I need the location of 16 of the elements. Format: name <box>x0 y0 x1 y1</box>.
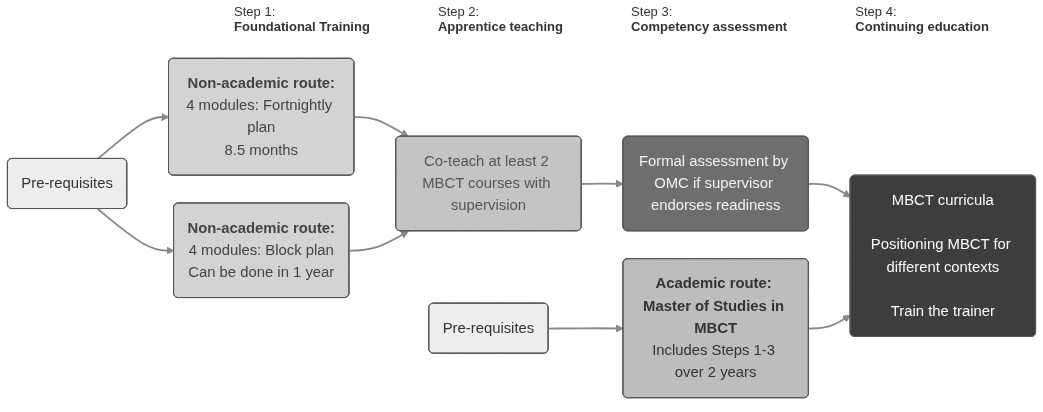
arrow <box>580 179 624 188</box>
arrow <box>96 208 175 255</box>
arrow <box>547 324 624 333</box>
step-title: Continuing education <box>855 19 989 34</box>
arrow <box>353 116 409 138</box>
step-title: Apprentice teaching <box>438 19 563 34</box>
step-number: Step 1: <box>234 4 277 19</box>
arrow <box>807 182 851 198</box>
step-title: Foundational Training <box>234 19 370 34</box>
step-title: Competency assessment <box>631 19 788 34</box>
step-number: Step 2: <box>438 4 481 19</box>
step-number: Step 3: <box>631 4 674 19</box>
arrow <box>348 230 409 252</box>
step-number: Step 4: <box>855 4 898 19</box>
arrow <box>807 314 851 330</box>
arrow <box>96 112 170 160</box>
